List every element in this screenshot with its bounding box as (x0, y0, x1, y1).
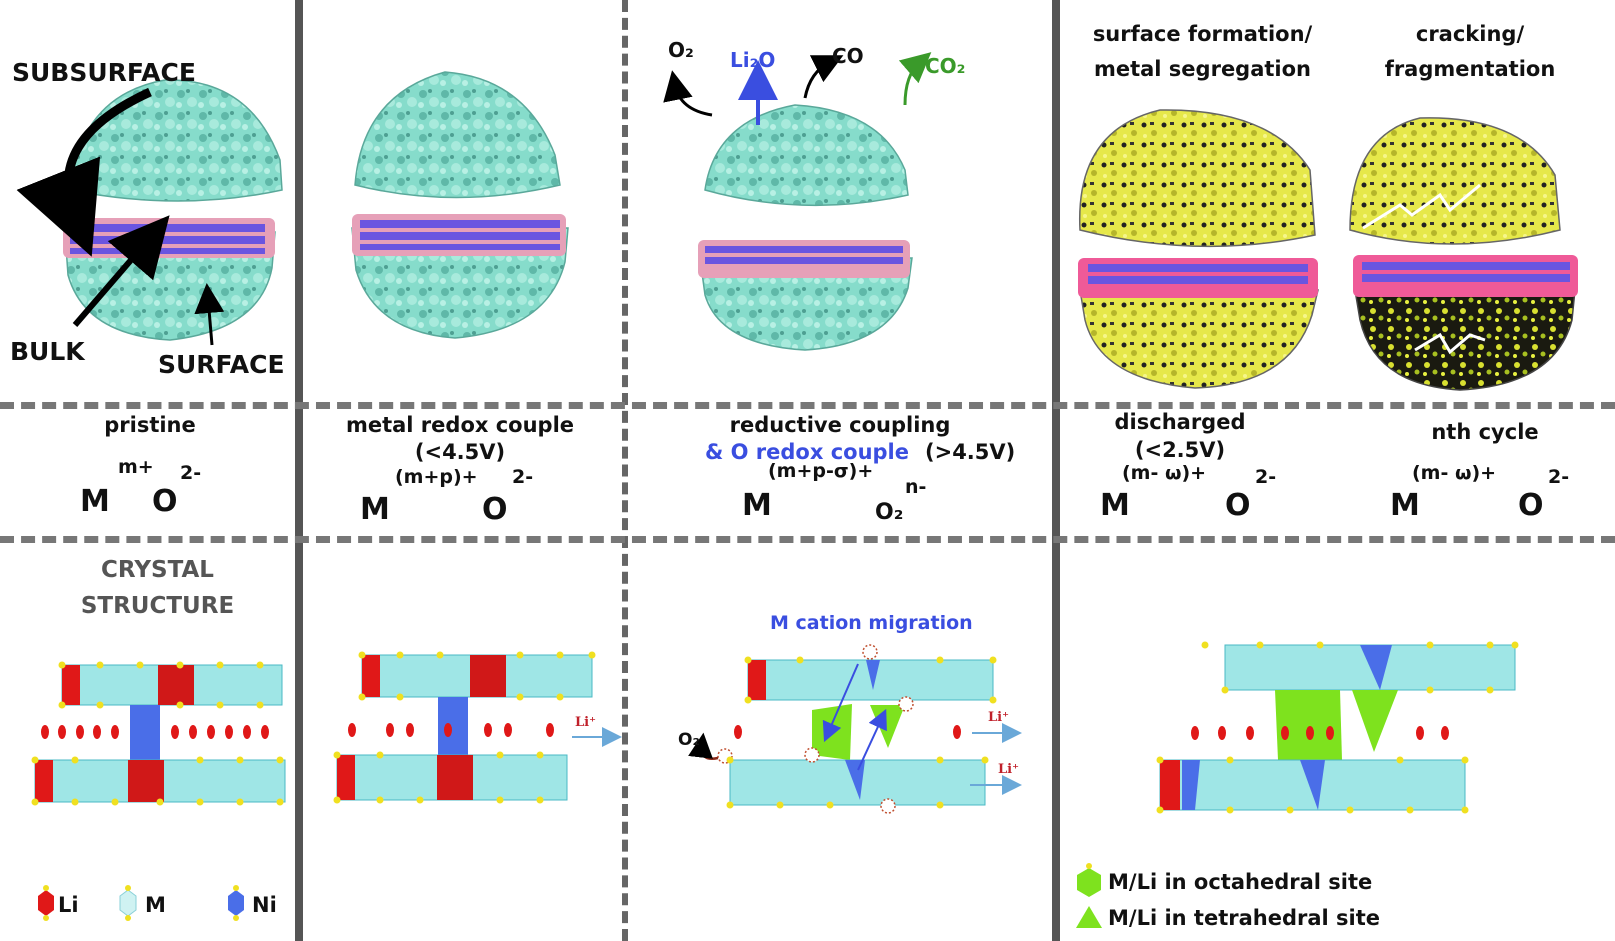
fragmentation-title: fragmentation (1384, 57, 1556, 81)
li-plus-label-panel2: Li⁺ (575, 715, 596, 730)
crystal-charged (333, 651, 622, 804)
legend-ni-icon (228, 885, 244, 921)
nth-cycle-sup-m: (m- ω)+ (1412, 462, 1497, 484)
legend-li-label: Li (58, 893, 79, 917)
legend-tetrahedral-icon (1076, 906, 1102, 928)
legend-octahedral-label: M/Li in octahedral site (1108, 870, 1373, 894)
metal-redox-formula-m: M (360, 492, 390, 527)
co2-release-arrow (898, 52, 932, 106)
particle-cracked (1349, 117, 1578, 391)
surface-arrow (194, 283, 225, 346)
crystal-pristine (31, 661, 286, 806)
crystal-discharged (1156, 641, 1519, 814)
metal-segregation-title: metal segregation (1093, 57, 1312, 81)
discharged-formula-o: O (1225, 488, 1251, 523)
nth-cycle-title: nth cycle (1431, 420, 1539, 444)
metal-redox-title: metal redox couple (345, 413, 575, 437)
metal-redox-sup-m: (m+p)+ (395, 466, 478, 488)
reductive-formula-m: M (742, 488, 772, 523)
legend-li-icon (38, 885, 54, 921)
metal-redox-formula-o: O (482, 492, 508, 527)
pristine-title: pristine (104, 413, 196, 437)
nth-cycle-formula-m: M (1390, 488, 1420, 523)
row-divider-1 (0, 402, 1615, 409)
discharged-formula-m: M (1100, 488, 1130, 523)
reductive-coupling-voltage: (>4.5V) (925, 440, 1016, 464)
legend-tetrahedral-label: M/Li in tetrahedral site (1108, 906, 1381, 930)
metal-redox-voltage: (<4.5V) (414, 440, 506, 464)
surface-label: SURFACE (158, 350, 285, 379)
legend-m-icon (119, 885, 137, 921)
panel-divider-3 (1052, 0, 1060, 941)
particle-charged (351, 71, 569, 339)
bulk-label: BULK (10, 337, 85, 366)
legend-ni-label: Ni (252, 893, 277, 917)
cracking-title: cracking/ (1415, 22, 1525, 46)
reductive-sup-m: (m+p-σ)+ (768, 460, 874, 482)
bulk-arrow (72, 215, 170, 327)
li-plus-label-panel3b: Li⁺ (998, 762, 1019, 777)
discharged-sup-o: 2- (1255, 466, 1277, 488)
discharged-voltage: (<2.5V) (1134, 438, 1226, 462)
legend-m-label: M (145, 893, 166, 917)
surface-formation-title: surface formation/ (1092, 22, 1313, 46)
discharged-sup-m: (m- ω)+ (1122, 462, 1207, 484)
li2o-gas-label: Li₂O (730, 48, 776, 72)
discharged-title: discharged (1114, 410, 1246, 434)
crystal-high-voltage (688, 644, 1022, 814)
particle-surface-formation (1078, 109, 1319, 389)
crystal-structure-label: CRYSTAL STRUCTURE (80, 557, 235, 619)
reductive-formula-o: O₂ (875, 500, 904, 525)
reductive-sup-o: n- (905, 476, 927, 498)
m-cation-migration-label: M cation migration (770, 612, 973, 634)
o-redox-couple-label: & O redox couple (705, 440, 910, 464)
particle-high-voltage (698, 104, 913, 351)
panel-divider-1 (295, 0, 303, 941)
o2-release-label: O₂ (678, 730, 700, 750)
pristine-sup-o: 2- (180, 462, 202, 484)
panel-divider-2 (622, 0, 628, 941)
nth-cycle-formula-o: O (1518, 488, 1544, 523)
o2-release-arrow (663, 70, 713, 117)
co-gas-label: CO (832, 44, 864, 68)
subsurface-label: SUBSURFACE (12, 58, 196, 87)
co2-gas-label: CO₂ (925, 54, 966, 78)
pristine-formula-o: O (152, 484, 178, 519)
legend-octahedral-icon (1077, 863, 1101, 897)
row-divider-2 (0, 536, 1615, 543)
co-release-arrow (803, 55, 844, 99)
o2-gas-label: O₂ (668, 38, 694, 62)
subsurface-arrow (16, 87, 152, 257)
pristine-formula-m: M (80, 484, 110, 519)
metal-redox-sup-o: 2- (512, 466, 534, 488)
nth-cycle-sup-o: 2- (1548, 466, 1570, 488)
li-plus-label-panel3a: Li⁺ (988, 710, 1009, 725)
reductive-coupling-title: reductive coupling (729, 413, 951, 437)
pristine-sup-m: m+ (118, 456, 154, 478)
